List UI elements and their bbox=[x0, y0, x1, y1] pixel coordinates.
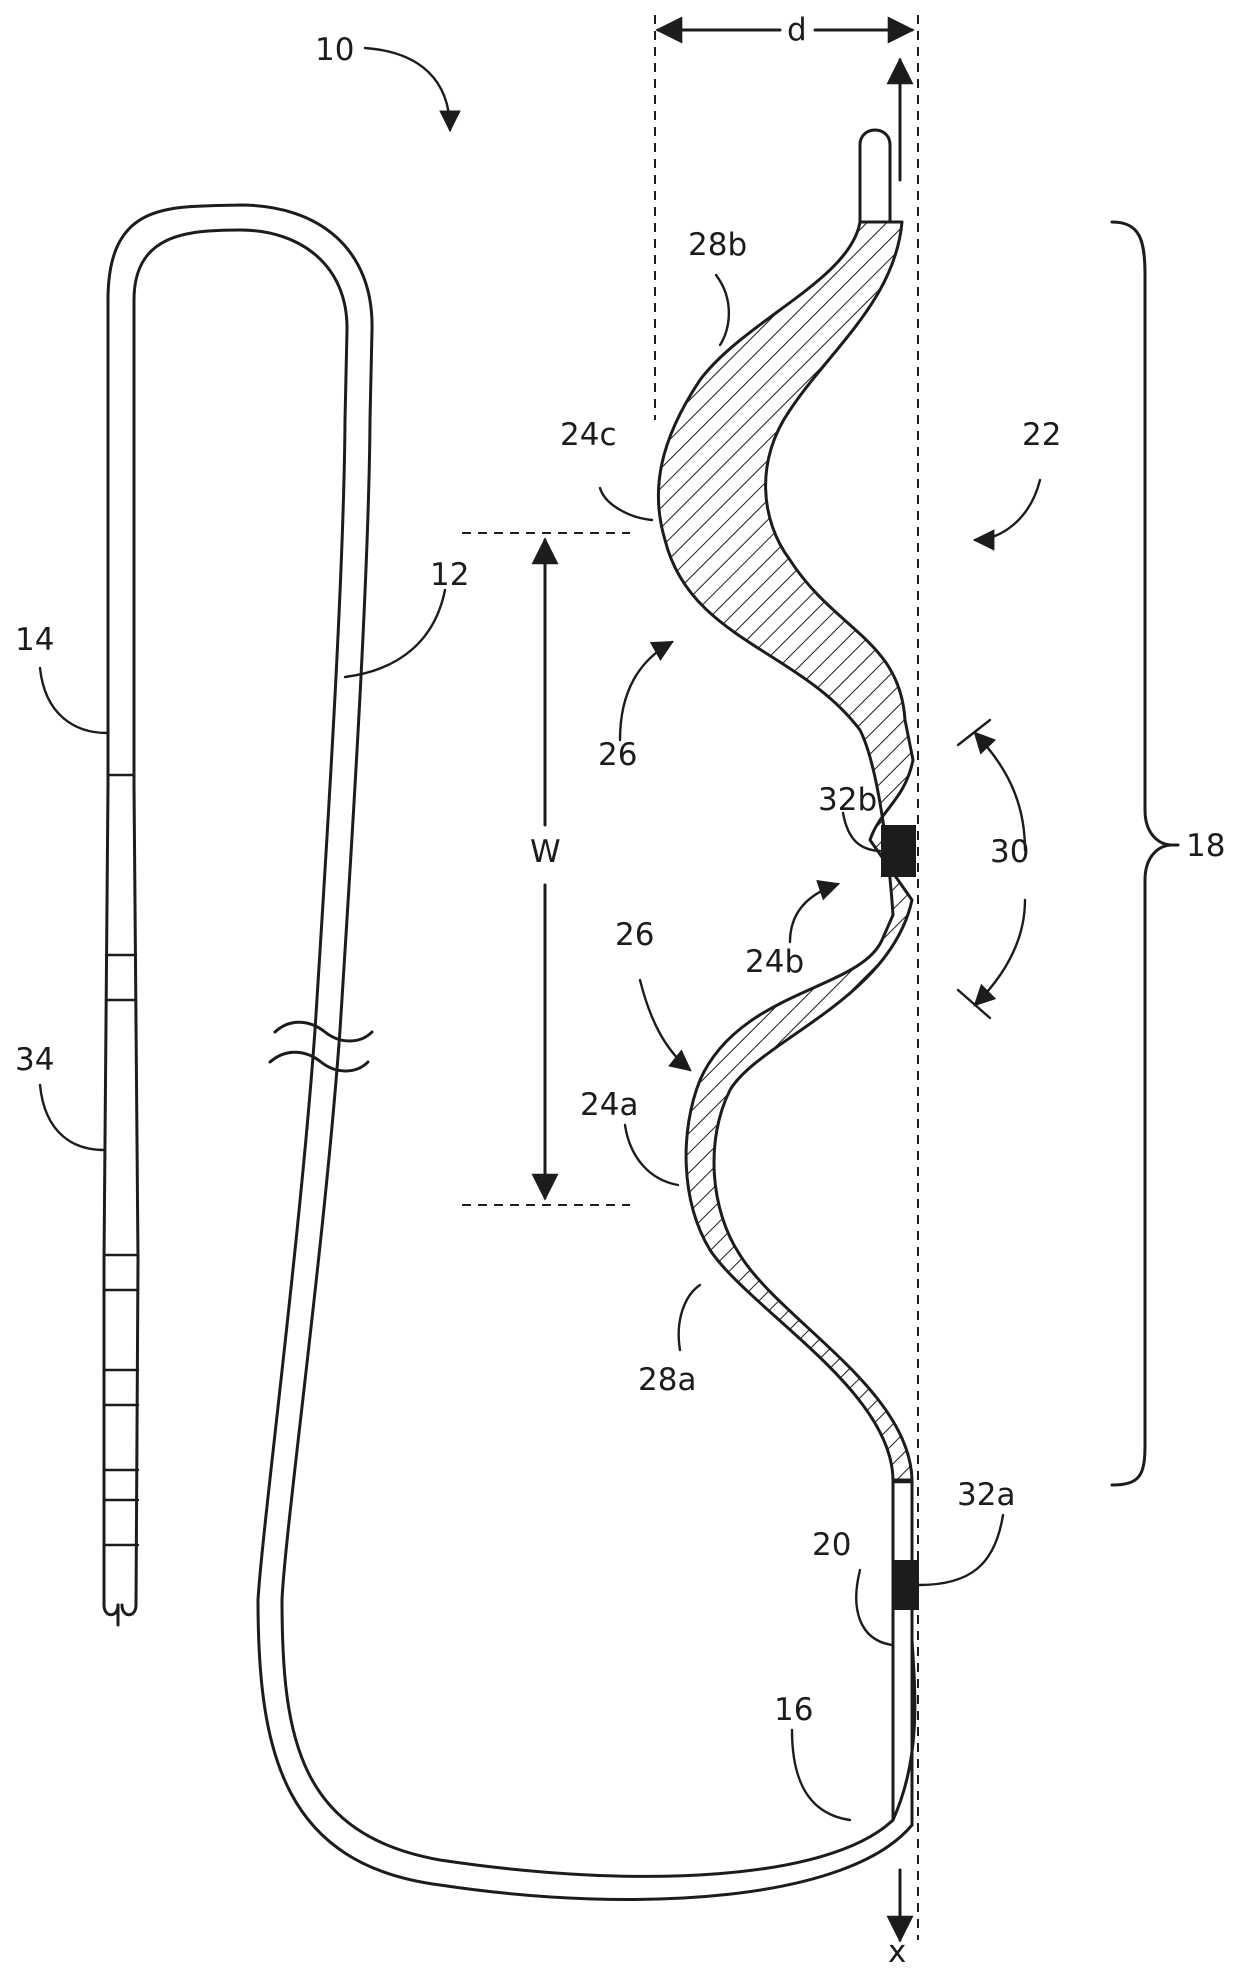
label-20: 20 bbox=[812, 1527, 851, 1563]
label-24a: 24a bbox=[580, 1087, 638, 1123]
label-28b: 28b bbox=[688, 227, 747, 263]
label-d: d bbox=[787, 12, 807, 48]
reference-labels: 10 12 14 34 24c 28b 22 d W 26 26 32b 30 … bbox=[15, 12, 1225, 1969]
lead-body bbox=[104, 205, 915, 1899]
label-34: 34 bbox=[15, 1042, 54, 1078]
label-24b: 24b bbox=[745, 944, 804, 980]
label-14: 14 bbox=[15, 622, 54, 658]
label-28a: 28a bbox=[638, 1362, 696, 1398]
label-16: 16 bbox=[774, 1692, 813, 1728]
label-18: 18 bbox=[1186, 828, 1225, 864]
label-30: 30 bbox=[990, 834, 1029, 870]
label-26-lower: 26 bbox=[615, 917, 654, 953]
label-32b: 32b bbox=[818, 782, 877, 818]
label-12: 12 bbox=[430, 557, 469, 593]
electrode-b bbox=[881, 825, 916, 877]
label-x: x bbox=[888, 1934, 906, 1969]
electrode-a bbox=[893, 1560, 919, 1610]
label-24c: 24c bbox=[560, 417, 617, 453]
label-32a: 32a bbox=[957, 1477, 1015, 1513]
label-10: 10 bbox=[315, 32, 354, 68]
label-W: W bbox=[530, 834, 561, 870]
label-26-upper: 26 bbox=[598, 737, 637, 773]
label-22: 22 bbox=[1022, 417, 1061, 453]
